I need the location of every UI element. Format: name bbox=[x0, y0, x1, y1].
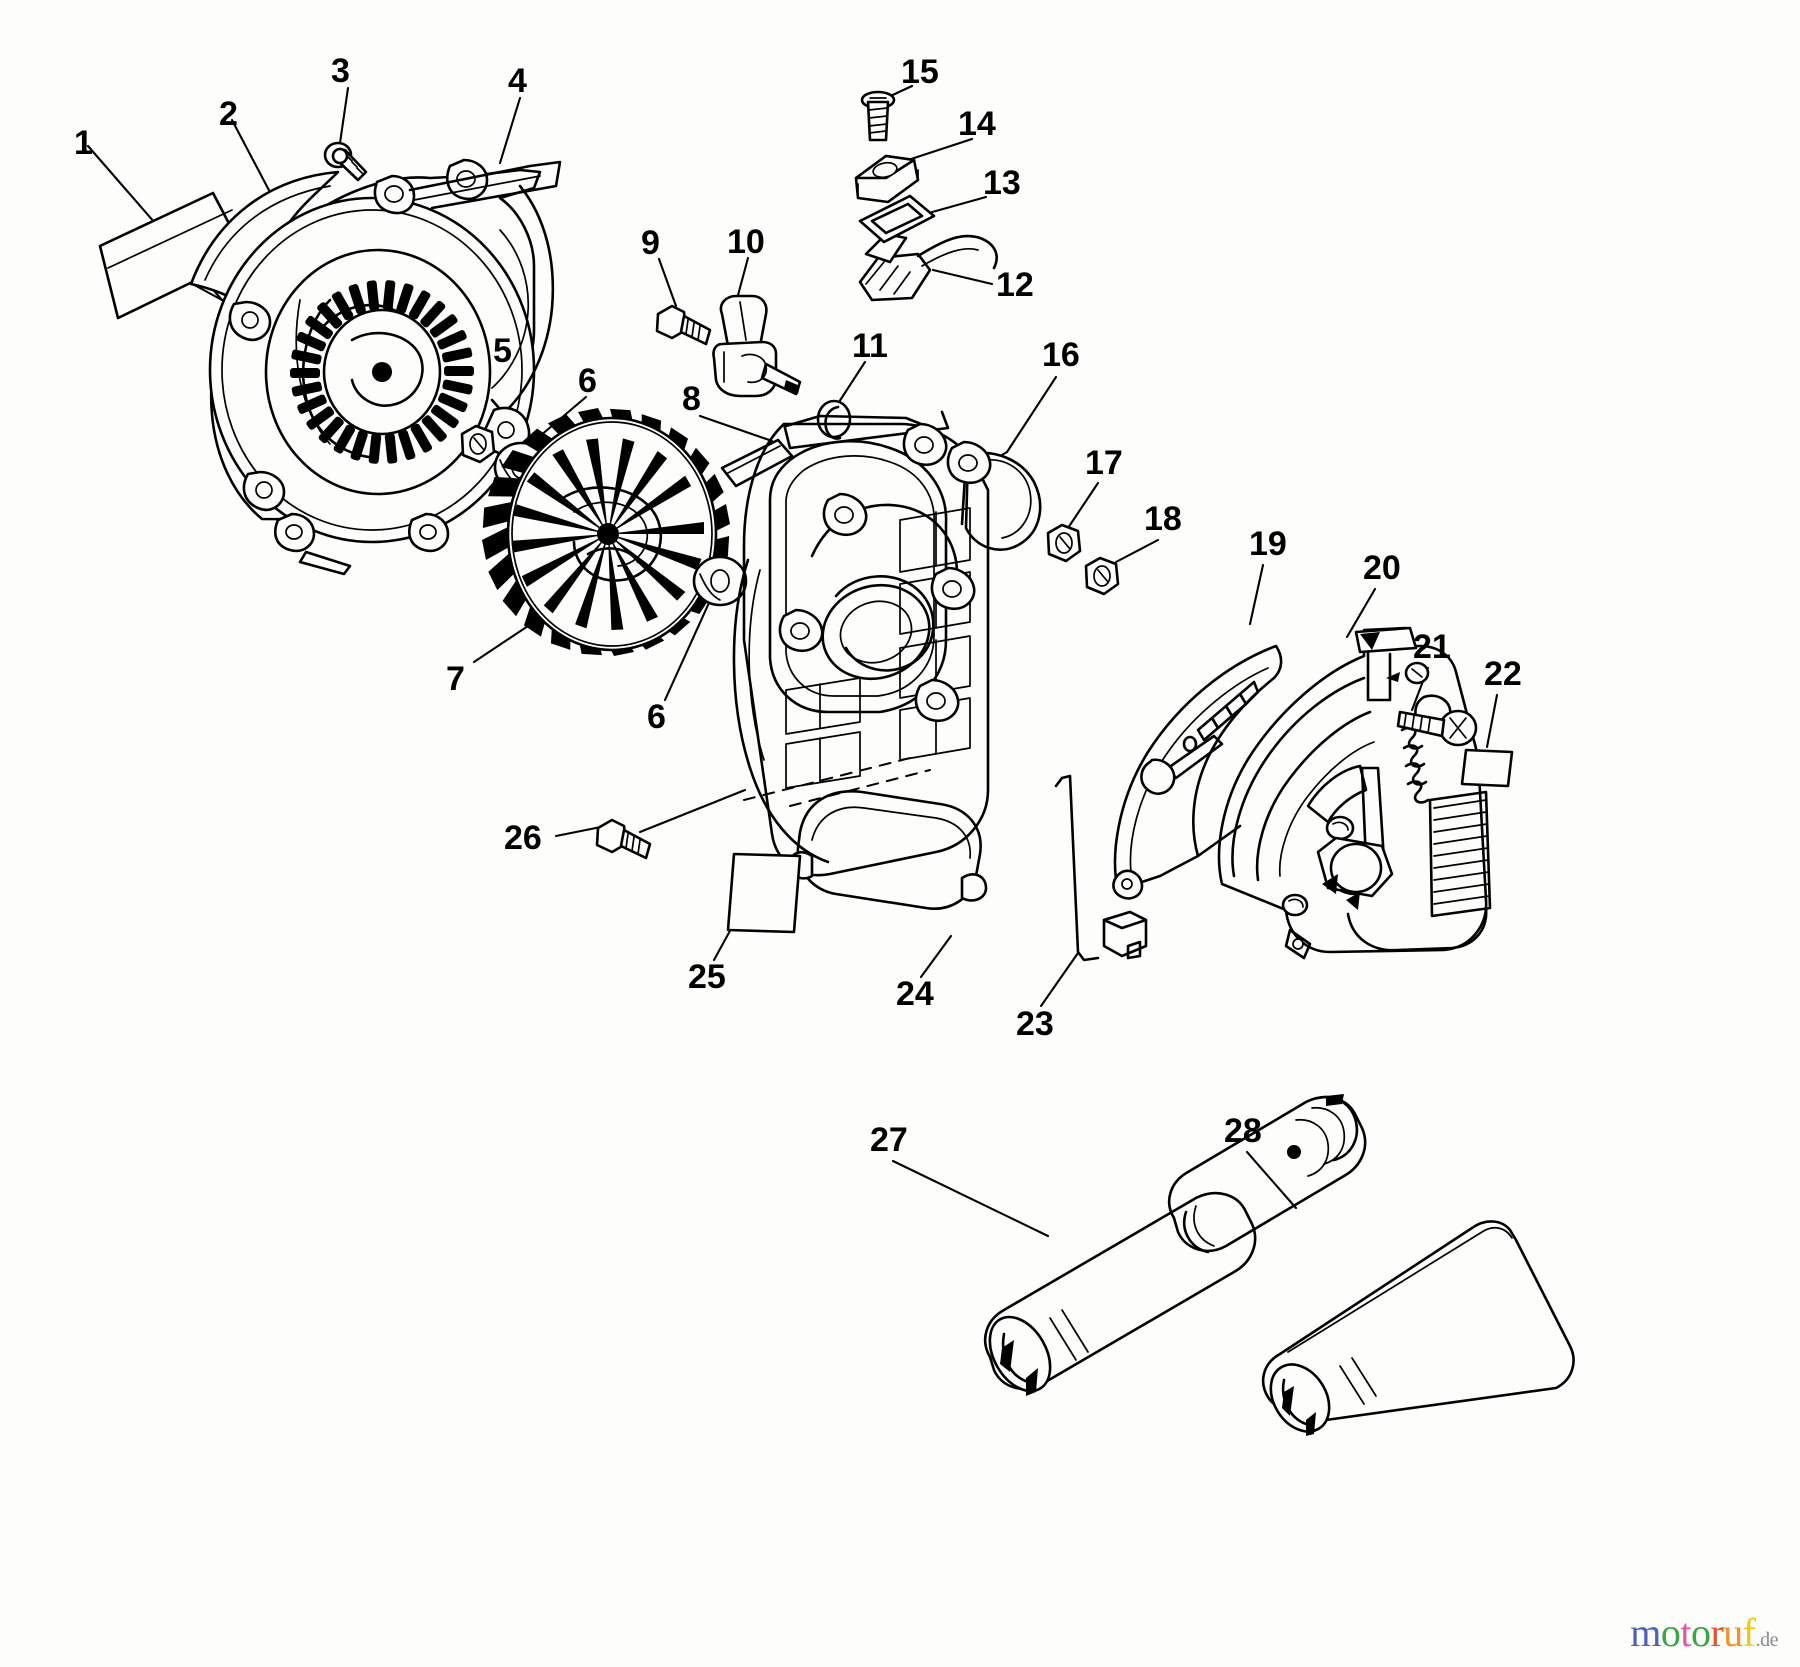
brand-letter-o1: o bbox=[1660, 1610, 1681, 1655]
callout-number-5: 5 bbox=[493, 332, 512, 370]
callout-number-17: 17 bbox=[1085, 444, 1123, 482]
part-23-throttle-rod bbox=[1054, 774, 1100, 962]
part-25-decal bbox=[726, 852, 802, 934]
part-6-washer-lower bbox=[692, 555, 748, 607]
callout-number-21: 21 bbox=[1413, 628, 1451, 666]
callout-number-28: 28 bbox=[1224, 1112, 1262, 1150]
callout-number-14: 14 bbox=[958, 105, 996, 143]
callout-number-12: 12 bbox=[996, 266, 1034, 304]
callout-number-18: 18 bbox=[1144, 500, 1182, 538]
part-28-blower-nozzle bbox=[1261, 1220, 1575, 1436]
brand-letter-o2: o bbox=[1690, 1610, 1711, 1655]
part-13-switch-gasket bbox=[858, 194, 936, 244]
motoruf-watermark: motoruf.de bbox=[1630, 1613, 1778, 1653]
part-5-nut bbox=[460, 424, 496, 464]
callout-number-27: 27 bbox=[870, 1121, 908, 1159]
callout-number-2: 2 bbox=[219, 95, 238, 133]
part-17-nut bbox=[1046, 523, 1082, 563]
callout-number-19: 19 bbox=[1249, 525, 1287, 563]
brand-suffix: .de bbox=[1755, 1629, 1779, 1651]
callout-number-6: 6 bbox=[578, 362, 597, 400]
callout-number-22: 22 bbox=[1484, 655, 1522, 693]
engine-housing bbox=[732, 410, 992, 910]
part-10-spark-plug-cap bbox=[712, 294, 802, 398]
part-26-bolt bbox=[595, 818, 652, 860]
part-20-muffler-cover bbox=[1217, 626, 1492, 960]
callout-number-23: 23 bbox=[1016, 1005, 1054, 1043]
part-9-bolt bbox=[655, 304, 712, 346]
part-14-switch-housing bbox=[854, 154, 920, 204]
part-27-blower-tube bbox=[983, 1094, 1367, 1396]
part-12-stop-switch-wire bbox=[858, 232, 998, 302]
callout-number-13: 13 bbox=[983, 164, 1021, 202]
callout-number-7: 7 bbox=[446, 660, 465, 698]
callout-number-6-lower: 6 bbox=[647, 698, 666, 736]
brand-letter-m: m bbox=[1630, 1610, 1661, 1655]
part-3-screw bbox=[323, 141, 368, 182]
callout-number-16: 16 bbox=[1042, 336, 1080, 374]
part-15-screw bbox=[860, 90, 896, 142]
callout-number-3: 3 bbox=[331, 52, 350, 90]
part-22-decal bbox=[1460, 748, 1514, 788]
callout-number-26: 26 bbox=[504, 819, 542, 857]
callout-number-9: 9 bbox=[641, 224, 660, 262]
callout-number-1: 1 bbox=[74, 124, 93, 162]
brand-letter-r: r bbox=[1710, 1610, 1724, 1655]
callout-number-20: 20 bbox=[1363, 549, 1401, 587]
part-7-impeller-flywheel bbox=[482, 408, 730, 656]
part-8-key bbox=[720, 438, 794, 488]
callout-number-4: 4 bbox=[508, 62, 527, 100]
callout-number-24: 24 bbox=[896, 975, 934, 1013]
part-19-heat-shield bbox=[1112, 644, 1283, 900]
brand-letter-f: f bbox=[1742, 1610, 1756, 1655]
callout-number-25: 25 bbox=[688, 958, 726, 996]
part-24-clip bbox=[1102, 910, 1148, 960]
callout-number-15: 15 bbox=[901, 53, 939, 91]
callout-number-8: 8 bbox=[682, 380, 701, 418]
part-11-grommet bbox=[816, 399, 852, 440]
brand-letter-u: u bbox=[1723, 1610, 1743, 1655]
callout-number-11: 11 bbox=[852, 327, 888, 365]
part-18-nut bbox=[1084, 556, 1120, 596]
brand-letter-t: t bbox=[1680, 1610, 1691, 1655]
callout-number-10: 10 bbox=[727, 223, 765, 261]
part-21-screw bbox=[1396, 709, 1478, 747]
